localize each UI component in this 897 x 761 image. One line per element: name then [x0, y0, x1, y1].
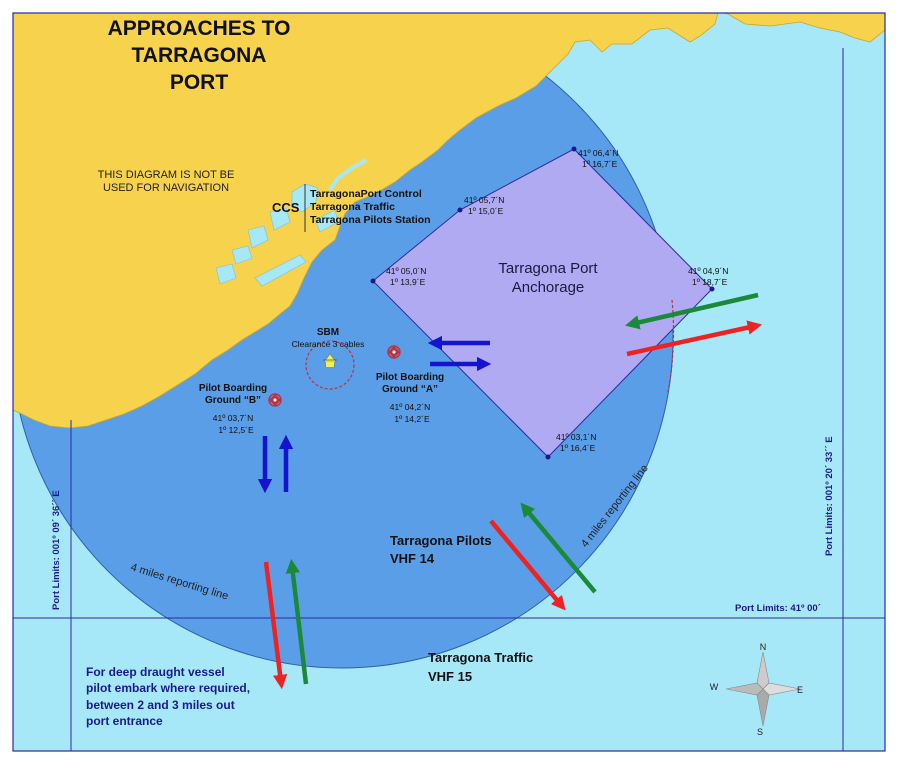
title-line-3: PORT — [170, 71, 229, 94]
anchorage-line-1: Tarragona Port — [498, 260, 598, 277]
ccs-line-1: TarragonaPort Control — [310, 188, 422, 200]
deep-draught-note: For deep draught vessel pilot embark whe… — [86, 665, 250, 728]
vertex-3-lat: 41º 05,0´N — [386, 266, 426, 276]
vertex-5-lat: 41º 03,1´N — [556, 432, 596, 442]
anchorage-area — [372, 148, 713, 458]
harbour-docks — [215, 183, 339, 287]
land — [13, 13, 885, 429]
compass-e: E — [797, 685, 803, 695]
note-line-1: For deep draught vessel — [86, 665, 225, 679]
sbm-label: SBM Clearance 3 cables — [292, 327, 365, 349]
compass-s: S — [757, 727, 763, 737]
port-limits-east: Port Limits: 001º 20´ 33´´ E — [824, 436, 835, 556]
compass-w: W — [710, 682, 719, 692]
sbm-buoy-icon — [323, 353, 337, 367]
pilot-b-lat: 41º 03,7´N — [213, 413, 253, 423]
red-arrow-se — [489, 519, 566, 611]
green-arrow-north — [285, 558, 309, 685]
pilot-a-line-2: Ground “A” — [382, 384, 438, 395]
pilot-b-line-1: Pilot Boarding — [199, 383, 267, 394]
note-line-2: pilot embark where required, — [86, 681, 250, 695]
disclaimer-line-2: USED FOR NAVIGATION — [103, 182, 229, 194]
pilots-vhf: Tarragona Pilots VHF 14 — [390, 533, 492, 566]
disclaimer-line-1: THIS DIAGRAM IS NOT BE — [98, 169, 235, 181]
pilot-a-line-1: Pilot Boarding — [376, 372, 444, 383]
vertex-2-lat: 41º 05,7´N — [464, 195, 504, 205]
pilot-a-label: Pilot Boarding Ground “A” 41º 04,2´N 1º … — [376, 372, 444, 424]
anchorage-vertices — [370, 146, 715, 460]
pilot-a-lat: 41º 04,2´N — [390, 402, 430, 412]
compass-rose-icon — [725, 651, 801, 727]
sbm-title: SBM — [317, 327, 339, 338]
traffic-vhf-line-1: Tarragona Traffic — [428, 650, 533, 665]
sbm-clearance-circle — [305, 340, 355, 390]
vertex-4-lon: 1º 18,7´E — [692, 277, 728, 287]
pilot-b-lon: 1º 12,5´E — [218, 425, 254, 435]
disclaimer: THIS DIAGRAM IS NOT BE USED FOR NAVIGATI… — [98, 169, 235, 194]
vertex-2-lon: 1º 15,0´E — [468, 206, 504, 216]
traffic-vhf-line-2: VHF 15 — [428, 669, 472, 684]
title-line-1: APPROACHES TO — [108, 17, 291, 40]
vertex-1-lon: 1º 16,7´E — [582, 159, 618, 169]
map-frame — [12, 12, 886, 752]
vertex-5-lon: 1º 16,4´E — [560, 443, 596, 453]
ccs-block: CCS TarragonaPort Control Tarragona Traf… — [272, 184, 431, 232]
compass-labels: N S E W — [710, 642, 803, 737]
port-limits-west: Port Limits: 001º 09´ 36´´ E — [51, 490, 62, 610]
green-arrow-anchorage-out — [624, 292, 759, 330]
pilots-vhf-line-2: VHF 14 — [390, 551, 435, 566]
vertex-3-lon: 1º 13,9´E — [390, 277, 426, 287]
traffic-arrows — [257, 292, 763, 690]
pilot-a-lon: 1º 14,2´E — [394, 414, 430, 424]
pilots-vhf-line-1: Tarragona Pilots — [390, 533, 492, 548]
anchorage-label: Tarragona Port Anchorage — [498, 260, 598, 296]
title-line-2: TARRAGONA — [132, 44, 267, 67]
pilot-boarding-a-icon — [387, 345, 401, 359]
ccs-label: CCS — [272, 200, 300, 215]
vertex-1-lat: 41º 06,4´N — [578, 148, 618, 158]
ccs-line-3: Tarragona Pilots Station — [310, 214, 431, 226]
anchorage-line-2: Anchorage — [512, 279, 585, 296]
note-line-4: port entrance — [86, 714, 163, 728]
green-arrow-nw — [520, 502, 597, 594]
note-line-3: between 2 and 3 miles out — [86, 698, 235, 712]
pilot-boarding-b-icon — [268, 393, 282, 407]
port-limits-south: Port Limits: 41º 00´ — [735, 603, 821, 614]
red-arrow-south — [263, 561, 288, 690]
traffic-vhf: Tarragona Traffic VHF 15 — [428, 650, 533, 684]
map-title: APPROACHES TO TARRAGONA PORT — [108, 17, 291, 94]
pilot-b-line-2: Ground “B” — [205, 395, 261, 406]
compass-n: N — [760, 642, 767, 652]
breakwater — [328, 158, 367, 192]
red-arrow-anchorage-in — [626, 320, 763, 357]
pilot-b-label: Pilot Boarding Ground “B” 41º 03,7´N 1º … — [199, 383, 267, 435]
anchorage-coordinates: 41º 06,4´N 1º 16,7´E 41º 05,7´N 1º 15,0´… — [386, 148, 728, 453]
sbm-clearance: Clearance 3 cables — [292, 339, 365, 349]
ccs-line-2: Tarragona Traffic — [310, 201, 395, 213]
vertex-4-lat: 41º 04,9´N — [688, 266, 728, 276]
